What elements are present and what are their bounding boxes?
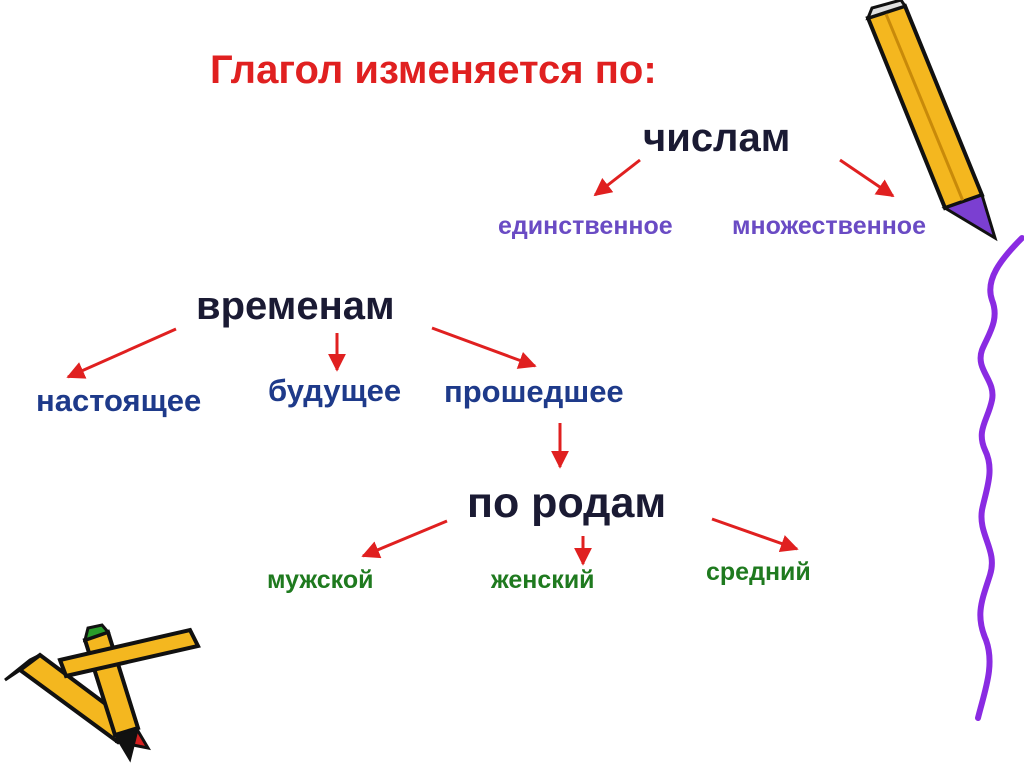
arrow-numbers-plural (839, 158, 895, 198)
leaf-present: настоящее (36, 383, 202, 418)
pencil-top-right-icon (865, 0, 998, 242)
leaf-future: будущее (268, 373, 402, 408)
squiggle-line-right (975, 235, 1024, 721)
leaf-past: прошедшее (444, 374, 624, 409)
node-tenses: временам (196, 284, 395, 328)
leaf-masculine: мужской (267, 566, 374, 594)
page-title: Глагол изменяется по: (210, 48, 657, 92)
leaf-singular: единственное (498, 212, 673, 240)
pencils-bottom-left-icon (4, 623, 201, 763)
arrow-genders-neut (711, 517, 799, 553)
node-genders: по родам (467, 479, 667, 527)
arrow-numbers-singular (593, 158, 641, 197)
leaf-feminine: женский (491, 566, 595, 594)
node-numbers: числам (643, 116, 791, 160)
leaf-plural: множественное (732, 212, 926, 240)
arrow-tenses-past (431, 326, 537, 369)
arrow-genders-masc (361, 519, 448, 559)
arrow-tenses-present (66, 327, 177, 379)
leaf-neuter: средний (706, 558, 811, 586)
